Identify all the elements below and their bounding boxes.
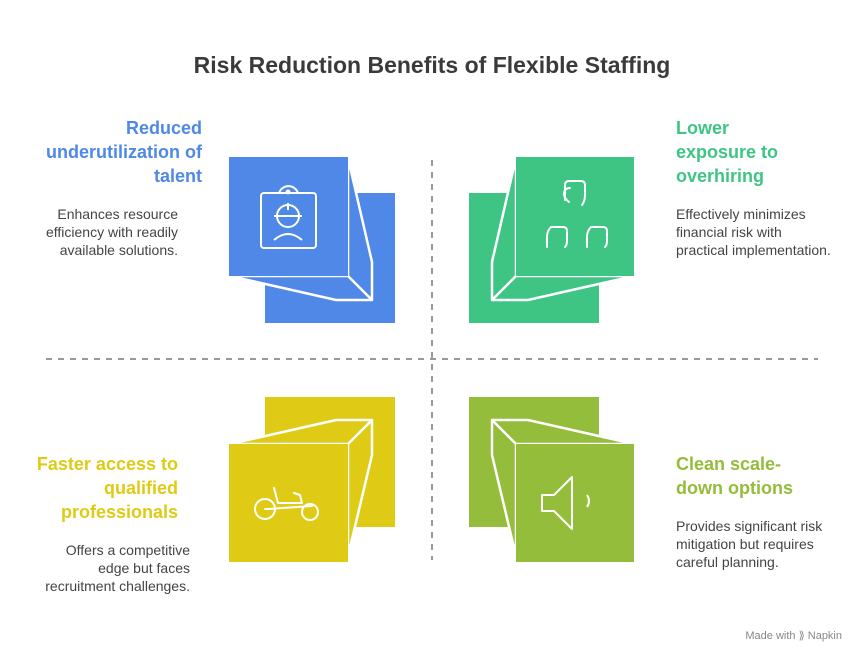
made-with-napkin: Made with ⟫ Napkin <box>745 630 842 642</box>
description-clean-scale-down: Provides significant risk mitigation but… <box>676 518 823 570</box>
raised-fists-icon <box>546 180 608 248</box>
heading-lower-exposure: Lower exposure to overhiring <box>676 118 779 186</box>
heading-clean-scale-down: Clean scale-down options <box>676 454 793 498</box>
description-lower-exposure: Effectively minimizes financial risk wit… <box>676 206 831 258</box>
title: Risk Reduction Benefits of Flexible Staf… <box>193 52 671 78</box>
green-cube <box>469 156 636 323</box>
blue-cube <box>228 156 395 323</box>
heading-faster-access: Faster access to qualified professionals <box>36 454 178 522</box>
dividers <box>46 160 818 560</box>
worker-badge-icon <box>260 185 317 249</box>
recumbent-bike-icon <box>254 487 319 521</box>
olive-cube <box>469 397 636 562</box>
description-reduced-underutilization: Enhances resource efficiency with readil… <box>45 206 178 258</box>
description-faster-access: Offers a competitive edge but faces recr… <box>45 542 190 594</box>
yellow-cube <box>228 397 395 562</box>
speaker-low-volume-icon <box>541 476 590 530</box>
heading-reduced-underutilization: Reduced underutilization of talent <box>46 118 202 186</box>
